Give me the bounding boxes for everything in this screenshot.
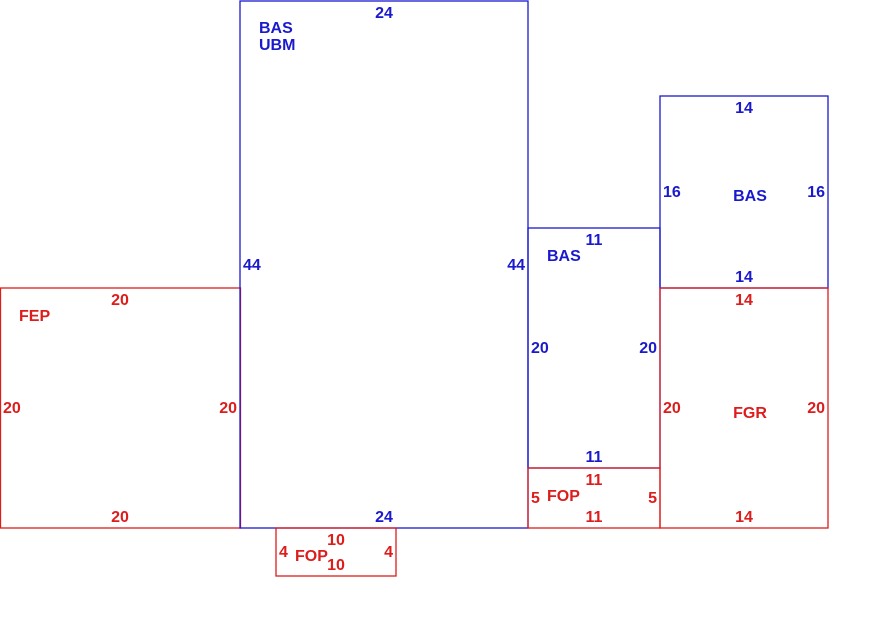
fop-bottom-dim-bottom: 10 <box>327 557 345 574</box>
main-label-bas: BAS <box>259 20 293 37</box>
fop-right-dim-right: 5 <box>648 490 657 507</box>
fop-right-dim-left: 5 <box>531 490 540 507</box>
bas-right-label: BAS <box>733 188 767 205</box>
area-fep: FEP 20 20 20 20 <box>0 287 242 529</box>
bas-middle-dim-bottom: 11 <box>586 449 603 466</box>
fop-right-dim-bottom: 11 <box>586 509 603 526</box>
fop-bottom-dim-left: 4 <box>279 544 288 561</box>
fgr-outline <box>659 287 829 529</box>
fop-right-dim-top: 11 <box>586 472 603 489</box>
fep-dim-left: 20 <box>3 400 21 417</box>
fop-bottom-dim-right: 4 <box>384 544 393 561</box>
bas-middle-dim-right: 20 <box>639 340 657 357</box>
fep-label: FEP <box>19 308 50 325</box>
fop-bottom-outline <box>275 527 397 577</box>
main-label-ubm: UBM <box>259 37 295 54</box>
bas-middle-label: BAS <box>547 248 581 265</box>
fgr-dim-left: 20 <box>663 400 681 417</box>
area-bas-right: BAS 14 14 16 16 <box>659 95 829 289</box>
main-outline <box>239 0 529 529</box>
fgr-dim-right: 20 <box>807 400 825 417</box>
area-fop-bottom: FOP 10 10 4 4 <box>275 527 397 577</box>
bas-right-dim-top: 14 <box>735 100 753 117</box>
fep-dim-right: 20 <box>219 400 237 417</box>
fgr-dim-top: 14 <box>735 292 753 309</box>
bas-right-dim-bottom: 14 <box>735 269 753 286</box>
area-fgr: FGR 14 14 20 20 <box>659 287 829 529</box>
main-dim-left: 44 <box>243 257 261 274</box>
fop-bottom-label: FOP <box>295 548 328 565</box>
bas-middle-dim-top: 11 <box>586 232 603 249</box>
main-dim-right: 44 <box>507 257 525 274</box>
bas-right-dim-right: 16 <box>807 184 825 201</box>
area-bas-ubm: BAS UBM 24 24 44 44 <box>239 0 529 529</box>
area-bas-middle: BAS 11 11 20 20 <box>527 227 661 469</box>
bas-right-dim-left: 16 <box>663 184 681 201</box>
fep-dim-top: 20 <box>111 292 129 309</box>
fop-right-label: FOP <box>547 488 580 505</box>
main-dim-top: 24 <box>375 5 393 22</box>
fgr-label: FGR <box>733 405 767 422</box>
fep-dim-bottom: 20 <box>111 509 129 526</box>
main-dim-bottom: 24 <box>375 509 393 526</box>
fop-bottom-dim-top: 10 <box>327 532 345 549</box>
fgr-dim-bottom: 14 <box>735 509 753 526</box>
area-fop-right: FOP 11 11 5 5 <box>527 467 661 529</box>
bas-middle-dim-left: 20 <box>531 340 549 357</box>
